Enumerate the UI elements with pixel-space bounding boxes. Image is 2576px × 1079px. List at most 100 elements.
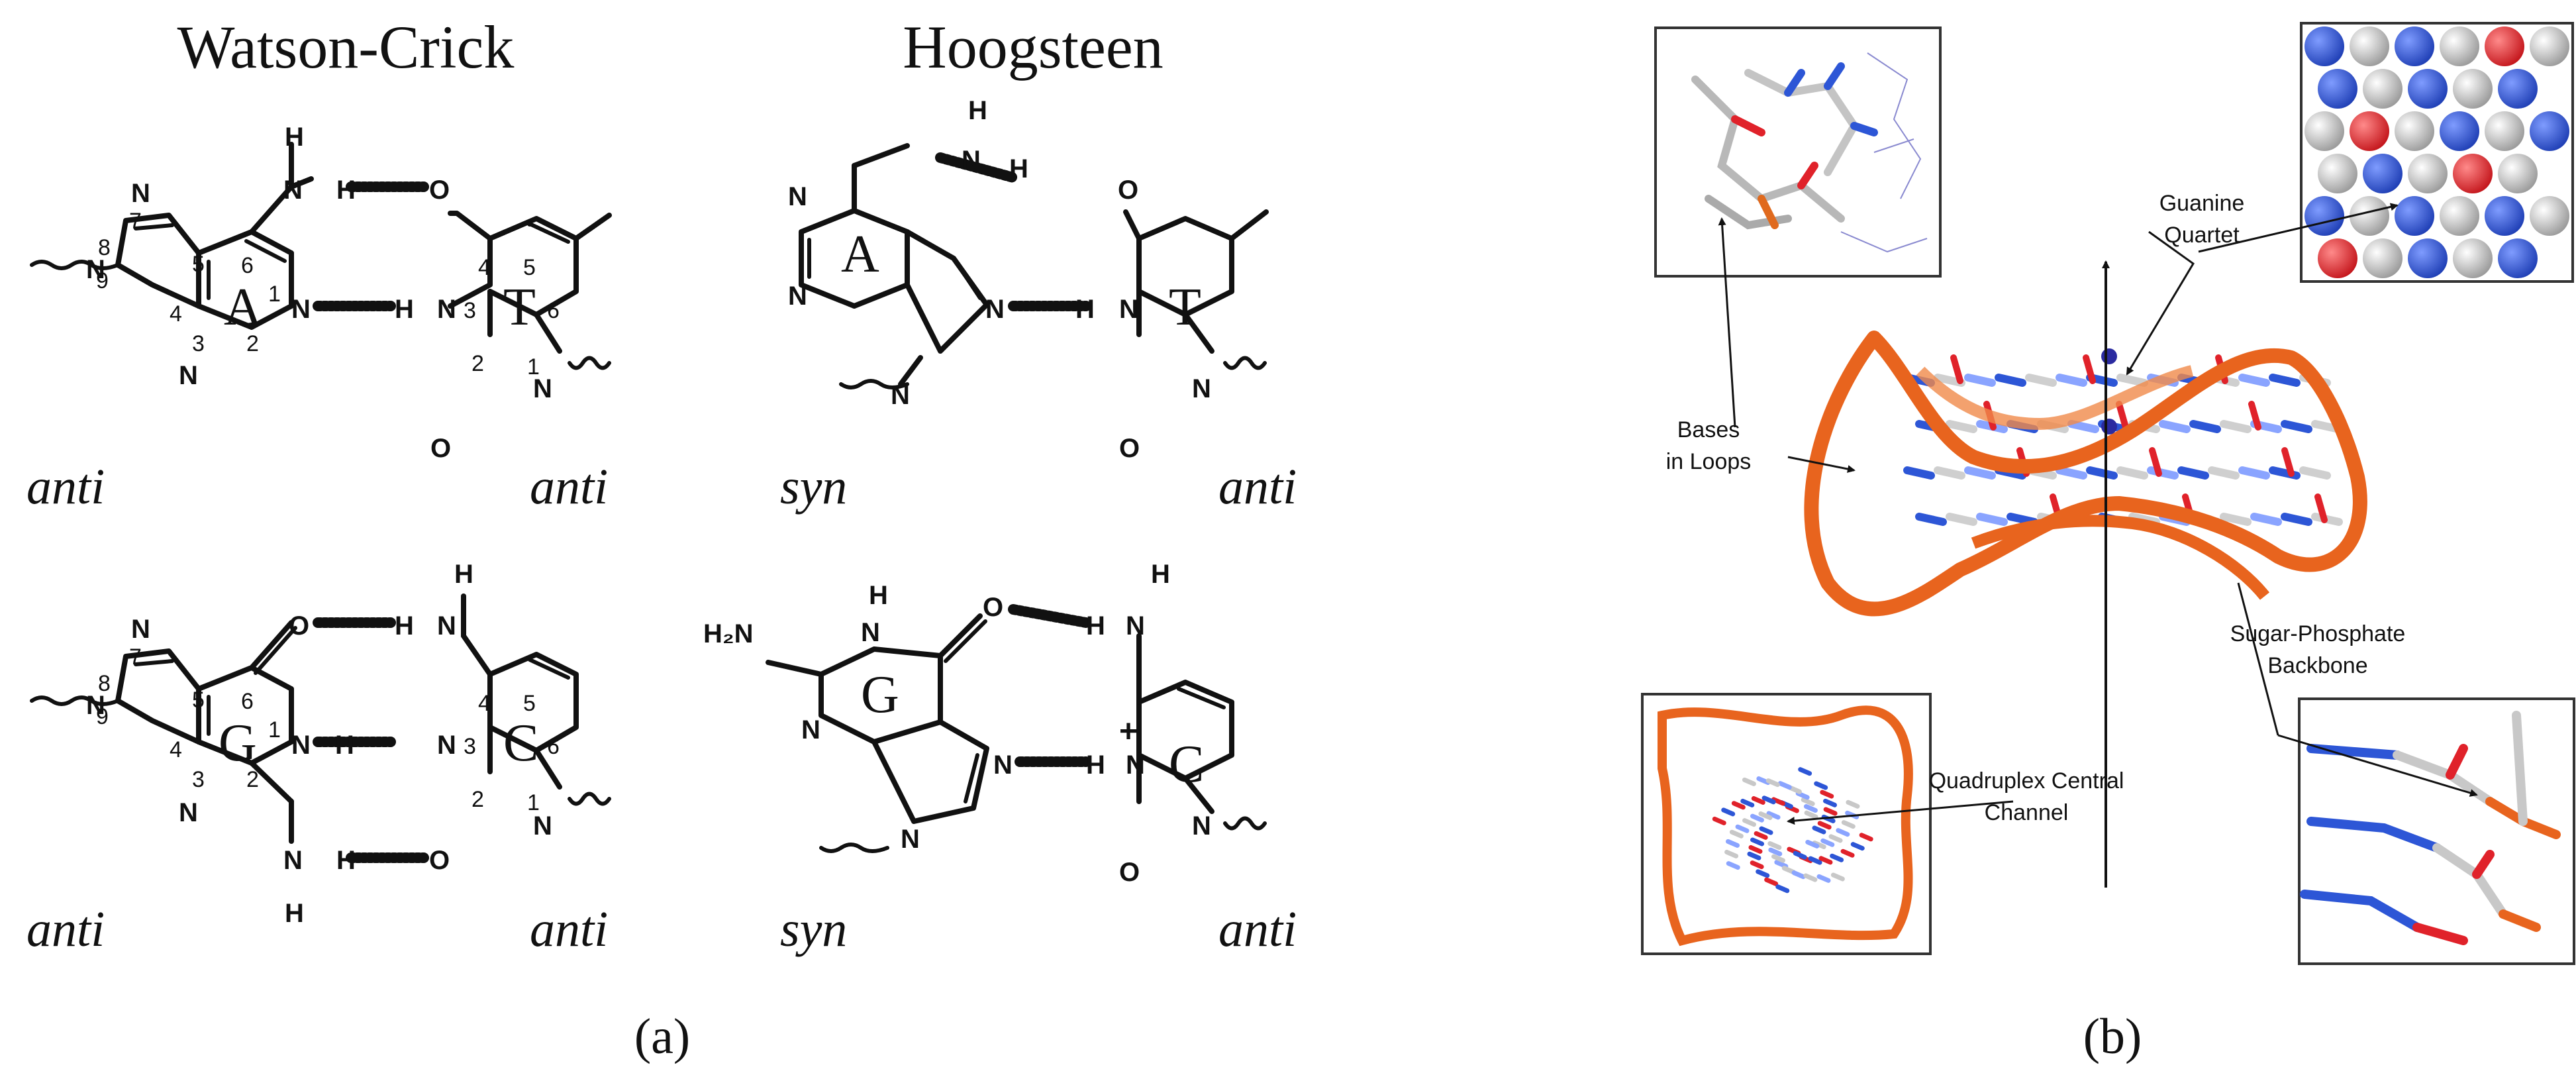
base-stick [1774, 860, 1789, 869]
base-stick [1817, 821, 1832, 830]
position-number: 3 [464, 734, 476, 759]
g-quadruplex-model [1804, 260, 2367, 888]
position-number: 3 [192, 331, 205, 356]
watson-crick-header: Watson-Crick [177, 13, 515, 81]
position-number: 3 [464, 298, 476, 323]
at-wc-base-a: A [224, 278, 262, 336]
atom-label: N [86, 691, 105, 720]
atom-sphere [2350, 111, 2389, 151]
base-stick [1781, 866, 1796, 875]
base-stick [2056, 466, 2087, 480]
base-stick [1787, 785, 1802, 794]
atom-label: N [533, 811, 552, 841]
base-stick [1750, 813, 1764, 823]
atom-sphere [2498, 69, 2538, 109]
base-stick [2299, 466, 2331, 480]
base-stick [2238, 374, 2270, 387]
base-stick [1828, 834, 1843, 843]
position-number: 4 [170, 301, 182, 327]
atom-sphere [2395, 196, 2434, 236]
atom-sphere [2453, 238, 2493, 278]
atom-sphere [2530, 26, 2569, 66]
position-number: 7 [129, 209, 142, 234]
position-number: 4 [478, 691, 491, 716]
atom-sphere [2440, 26, 2479, 66]
base-stick [1995, 374, 2026, 387]
atom-label: N [901, 825, 920, 854]
position-number: 2 [246, 331, 259, 356]
atom-sphere [2408, 69, 2448, 109]
base-stick [1758, 811, 1773, 821]
base-stick [1726, 861, 1740, 870]
atom-label: H [395, 611, 414, 641]
base-stick [1812, 825, 1826, 835]
base-stick [2067, 420, 2099, 433]
base-stick [2281, 513, 2312, 526]
base-stick [1946, 420, 1977, 433]
base-stick [1724, 849, 1739, 858]
base-stick [1814, 781, 1828, 790]
base-stick [1766, 811, 1781, 820]
gc-hoogsteen-pair [766, 604, 1267, 853]
atom-label: N [283, 846, 303, 875]
position-number: 4 [478, 255, 491, 280]
atom-sphere [2363, 238, 2403, 278]
base-stick [1726, 839, 1740, 848]
base-stick [1759, 826, 1773, 835]
label-bases-in-loops: in Loops [1666, 449, 1752, 474]
base-stick [2281, 420, 2312, 433]
atom-label: H [395, 295, 414, 324]
atom-label: H [1151, 560, 1170, 589]
position-number: 5 [192, 688, 205, 713]
atom-label: N [179, 798, 198, 827]
oxygen-stick [2248, 401, 2261, 431]
atom-label: O [429, 846, 450, 875]
position-number: 1 [527, 790, 540, 815]
gc-wc-conf-right: anti [530, 901, 608, 957]
atom-sphere [2304, 111, 2344, 151]
panel-b-quadruplex: Guanine Quartet Bases in Loops Sugar-Pho… [1641, 22, 2575, 1064]
base-stick [1775, 884, 1790, 894]
position-number: 3 [192, 767, 205, 792]
base-stick [1934, 466, 1965, 480]
base-stick [1750, 860, 1764, 870]
oxygen-stick [2149, 447, 2162, 477]
base-stick [1830, 853, 1844, 862]
position-number: 2 [246, 767, 259, 792]
base-stick [1823, 807, 1838, 816]
base-stick [1820, 838, 1835, 847]
base-stick [1903, 466, 1935, 480]
caption-b: (b) [2083, 1009, 2142, 1064]
atom-label: H [869, 581, 888, 610]
position-number: 8 [98, 671, 111, 696]
atom-label: N [86, 255, 105, 284]
base-stick [1748, 845, 1763, 854]
atom-label: N [437, 295, 456, 324]
atom-label: N [291, 731, 311, 760]
base-stick [1740, 798, 1755, 807]
atom-label: N [437, 611, 456, 641]
gc-hg-conf-right: anti [1218, 901, 1297, 957]
base-stick [1731, 801, 1746, 810]
gc-wc-base-c: C [503, 714, 538, 772]
atom-sphere [2453, 69, 2493, 109]
position-number: 6 [547, 298, 560, 323]
atom-sphere [2304, 26, 2344, 66]
atom-sphere [2304, 196, 2344, 236]
at-watson-crick-pair [30, 142, 612, 370]
base-stick [1721, 807, 1736, 817]
base-stick [1798, 767, 1812, 776]
oxygen-stick [1950, 354, 1963, 384]
base-stick [2056, 374, 2087, 387]
base-stick [1964, 466, 1996, 480]
base-stick [1764, 877, 1779, 886]
atom-label: O [983, 593, 1003, 622]
atom-label: N [179, 361, 198, 390]
amino-group-label: H₂N [703, 619, 754, 648]
label-sugar-phosphate: Sugar-Phosphate [2230, 621, 2406, 646]
backbone-ribbon [1804, 331, 2367, 617]
atom-sphere [2498, 154, 2538, 193]
atom-label: O [430, 434, 451, 463]
position-number: 9 [96, 268, 109, 293]
